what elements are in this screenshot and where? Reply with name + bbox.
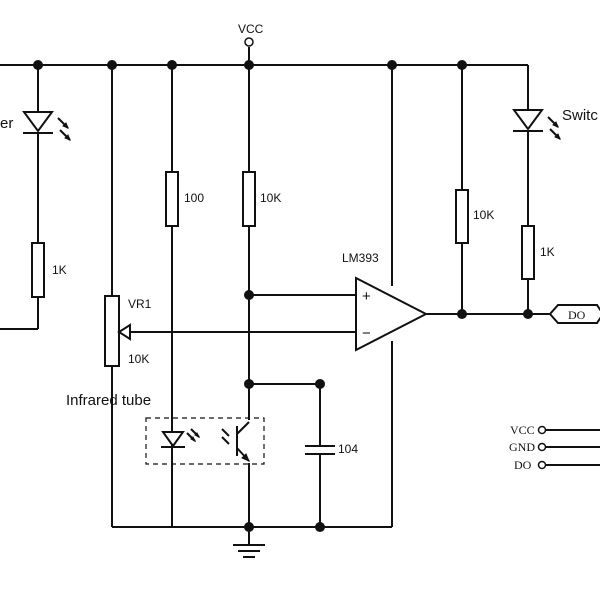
ir-led-emitter <box>161 428 201 448</box>
resistor-1k-switch-label: 1K <box>540 245 555 259</box>
pin-vcc-label: VCC <box>510 423 535 437</box>
resistor-1k-switch <box>521 225 535 280</box>
header-pins <box>537 425 547 470</box>
op-minus-label: − <box>362 325 371 342</box>
potentiometer-wiper <box>117 323 131 341</box>
infrared-tube-label: Infrared tube <box>66 392 151 409</box>
pin-do-label: DO <box>514 458 532 472</box>
capacitor-label: 104 <box>338 442 358 456</box>
capacitor-104 <box>305 445 335 455</box>
wires <box>0 47 600 545</box>
resistor-100-label: 100 <box>184 191 204 205</box>
power-led-label: er <box>0 115 13 132</box>
comparator-lm393: + − <box>355 276 429 352</box>
vcc-terminal <box>244 37 254 47</box>
pot-value-label: 10K <box>128 352 149 366</box>
do-output-tag: DO <box>548 304 600 324</box>
resistor-1k-power-label: 1K <box>52 263 67 277</box>
do-output-label: DO <box>568 308 586 322</box>
resistor-100 <box>165 171 179 227</box>
power-led <box>22 111 71 141</box>
ic-label: LM393 <box>342 251 379 265</box>
resistor-10k-pullup-label: 10K <box>473 208 494 222</box>
vcc-label: VCC <box>238 22 264 36</box>
switch-led <box>512 109 561 140</box>
junction-dots <box>33 60 533 532</box>
pot-name-label: VR1 <box>128 297 152 311</box>
resistor-10k-pullup <box>455 189 469 244</box>
phototransistor <box>221 421 250 462</box>
ground-symbol <box>233 544 265 558</box>
resistor-10k-left <box>242 171 256 227</box>
resistor-1k-power <box>31 242 45 298</box>
potentiometer-vr1 <box>104 295 120 367</box>
pin-gnd-label: GND <box>509 440 535 454</box>
resistor-10k-left-label: 10K <box>260 191 281 205</box>
switch-led-label: Switc <box>562 107 598 124</box>
op-plus-label: + <box>362 288 371 305</box>
infrared-tube-box <box>145 417 265 465</box>
